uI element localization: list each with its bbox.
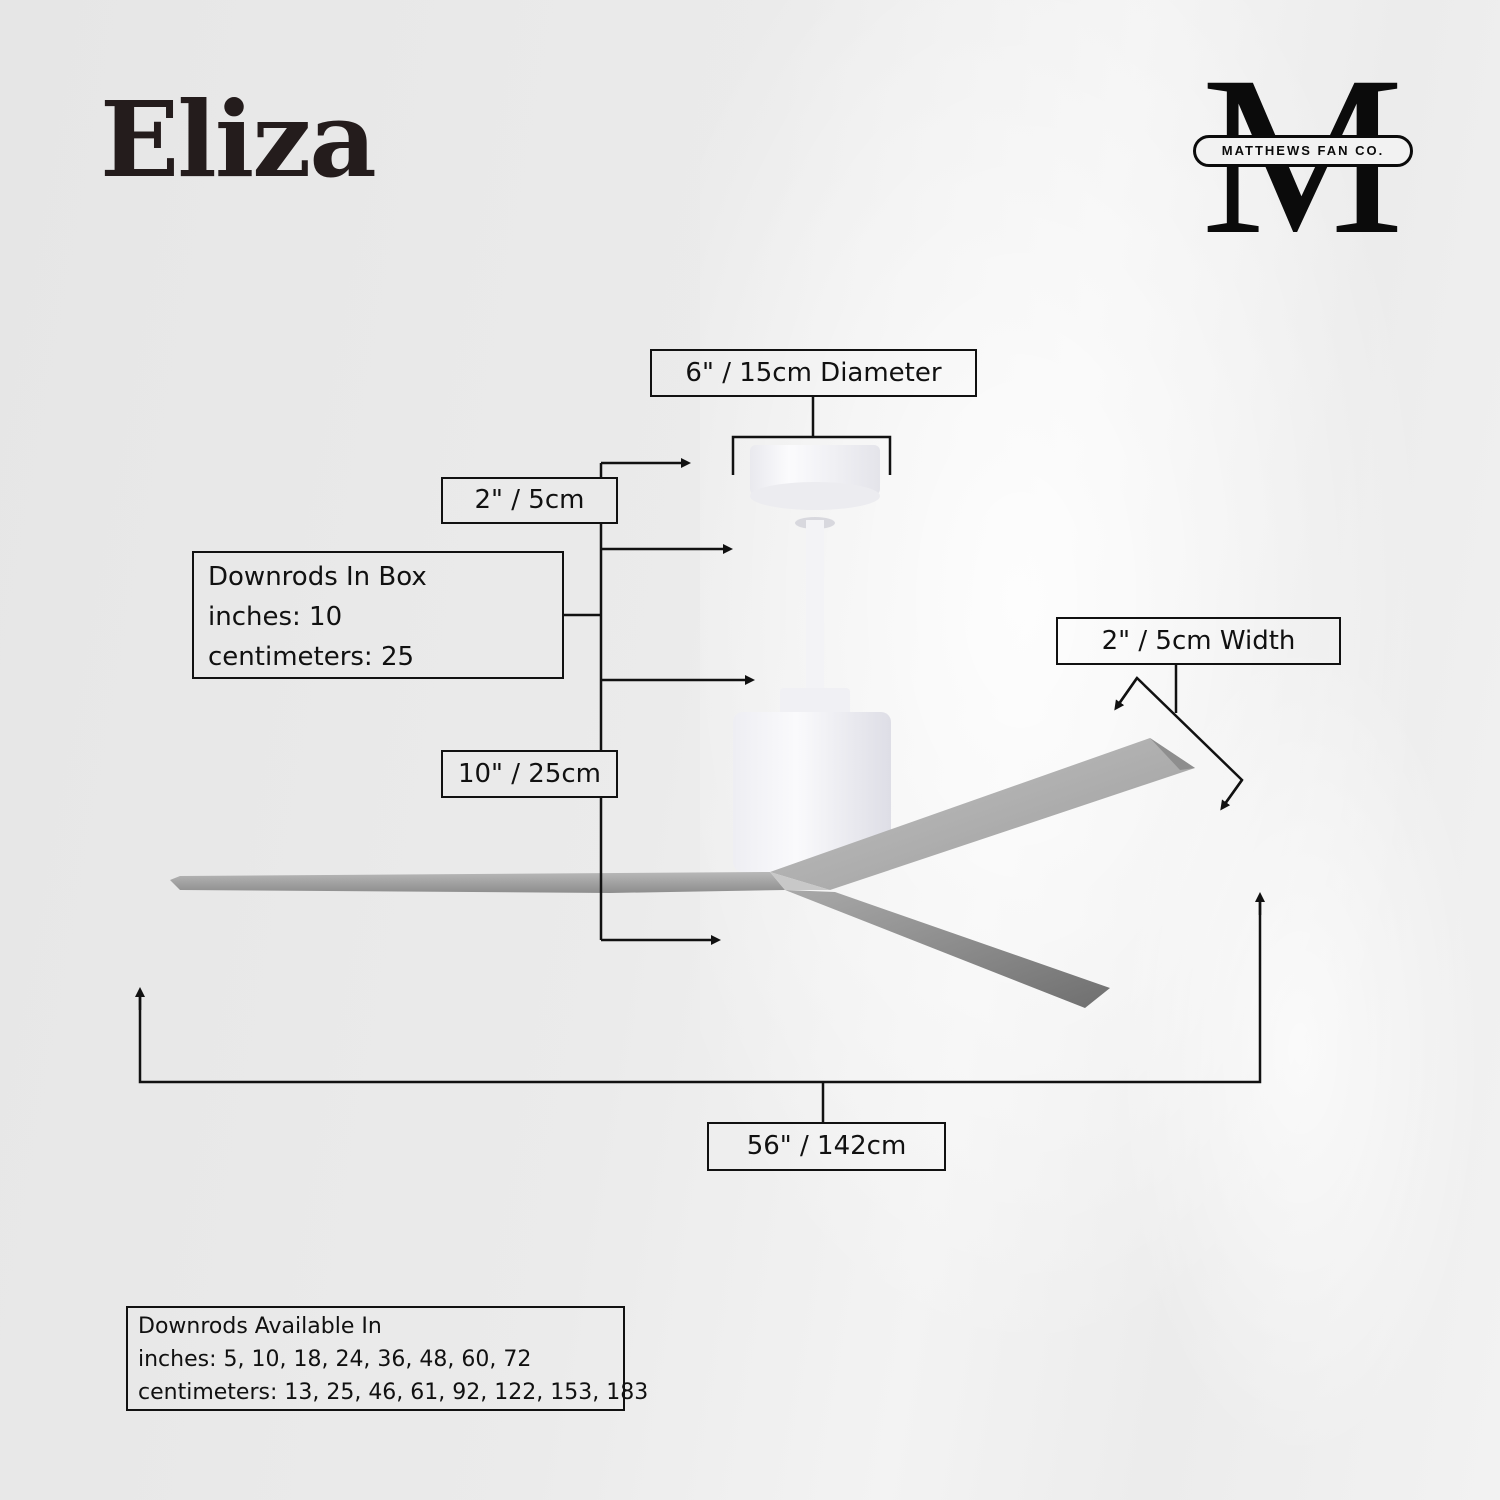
fan-blades [170,738,1195,1008]
brand-logo: M MATTHEWS FAN CO. [1190,42,1415,270]
downrods-available-heading: Downrods Available In [138,1314,382,1339]
downrods-available-cm: centimeters: 13, 25, 46, 61, 92, 122, 15… [138,1380,649,1405]
downrods-in-box-panel: Downrods In Box inches: 10 centimeters: … [192,551,564,679]
downrod-length-label: 10" / 25cm [441,750,618,798]
downrods-available-inches: inches: 5, 10, 18, 24, 36, 48, 60, 72 [138,1347,532,1372]
canopy-height-label: 2" / 5cm [441,477,618,524]
blade-span-label: 56" / 142cm [707,1122,946,1171]
downrods-in-box-heading: Downrods In Box [208,562,427,592]
downrods-in-box-cm: centimeters: 25 [208,642,415,672]
logo-wordmark: MATTHEWS FAN CO. [1193,135,1413,167]
fan-motor [733,688,891,872]
product-title: Eliza [100,78,377,201]
fan-downrod [806,520,824,690]
downrods-available-panel: Downrods Available In inches: 5, 10, 18,… [126,1306,649,1411]
fan-canopy [750,445,880,529]
blade-width-label: 2" / 5cm Width [1056,617,1341,665]
downrods-in-box-inches: inches: 10 [208,602,343,632]
canopy-diameter-label: 6" / 15cm Diameter [650,349,977,397]
